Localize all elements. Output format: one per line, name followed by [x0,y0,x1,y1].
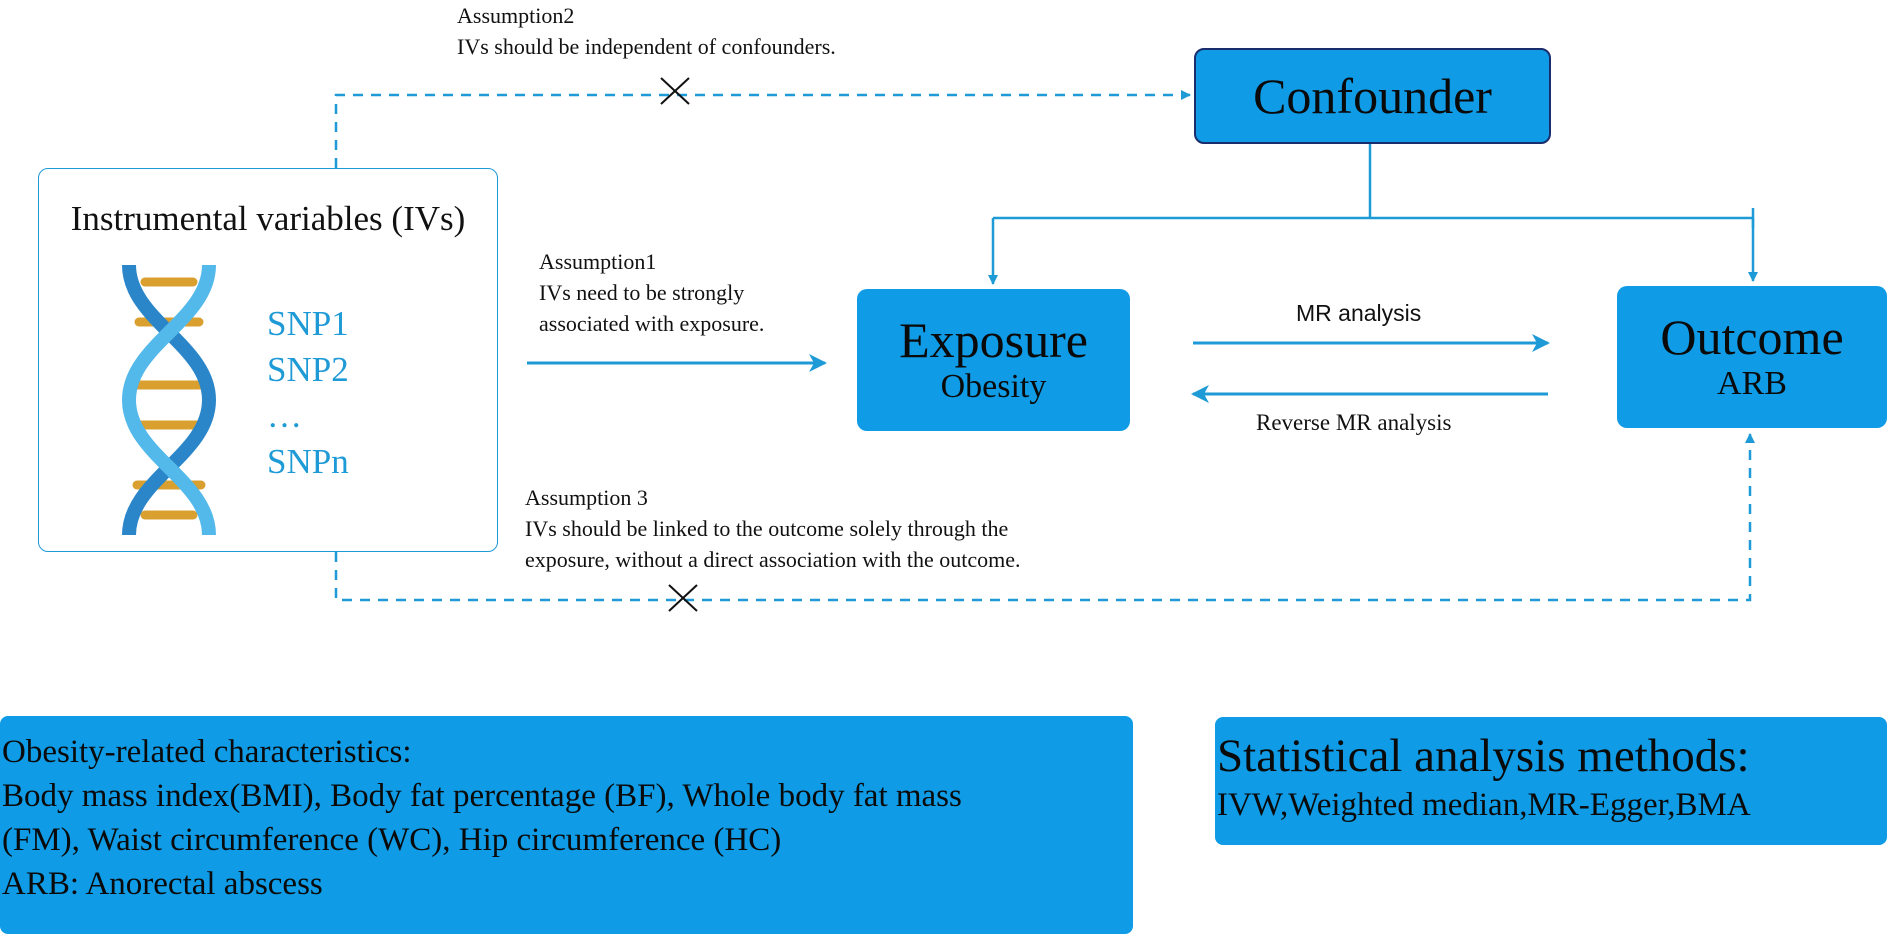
assumption2-dashed-arrow [334,90,1191,168]
iv-title: Instrumental variables (IVs) [70,199,466,238]
assumption1-line1: IVs need to be strongly [539,280,745,305]
characteristics-panel: Obesity-related characteristics: Body ma… [0,716,1133,934]
assumption3-line1: IVs should be linked to the outcome sole… [525,516,1009,541]
assumption1-title: Assumption1 [539,249,657,274]
assumption3-cross-icon [668,584,698,612]
outcome-box: Outcome ARB [1617,286,1887,428]
iv-box: Instrumental variables (IVs) SNP1 SNP2 …… [38,168,498,552]
snp-n: SNPn [267,442,349,481]
characteristics-heading: Obesity-related characteristics: [2,734,412,770]
assumption1-note: Assumption1 IVs need to be strongly asso… [539,246,764,339]
assumption2-cross-icon [660,77,690,105]
outcome-label: Outcome [1660,309,1844,366]
methods-panel: Statistical analysis methods: IVW,Weight… [1215,717,1887,845]
snp-1: SNP1 [267,304,349,343]
assumption3-line2: exposure, without a direct association w… [525,547,1021,572]
reverse-mr-label: Reverse MR analysis [1256,410,1452,435]
confounder-box: Confounder [1194,48,1551,144]
characteristics-line-2: (FM), Waist circumference (WC), Hip circ… [2,822,782,858]
snp-ellipsis: … [267,396,302,435]
confounder-label: Confounder [1253,68,1492,124]
characteristics-line-1: Body mass index(BMI), Body fat percentag… [2,778,962,814]
dna-helix-icon [121,265,217,535]
exposure-label: Exposure [899,312,1088,369]
methods-list: IVW,Weighted median,MR-Egger,BMA [1217,787,1751,823]
arb-definition: ARB: Anorectal abscess [2,866,323,902]
assumption3-dashed-arrow [334,433,1755,602]
outcome-sub: ARB [1717,364,1787,402]
assumption3-title: Assumption 3 [525,485,648,510]
assumption2-title: Assumption2 [457,3,575,28]
methods-title: Statistical analysis methods: [1217,730,1750,782]
assumption2-note: Assumption2 IVs should be independent of… [457,0,836,62]
mr-analysis-label: MR analysis [1296,300,1422,326]
assumption2-text: IVs should be independent of confounders… [457,34,836,59]
confounder-links [988,144,1758,285]
exposure-sub: Obesity [940,367,1047,405]
exposure-box: Exposure Obesity [857,289,1130,431]
assumption3-note: Assumption 3 IVs should be linked to the… [525,482,1020,575]
assumption1-line2: associated with exposure. [539,311,765,336]
snp-2: SNP2 [267,350,349,389]
